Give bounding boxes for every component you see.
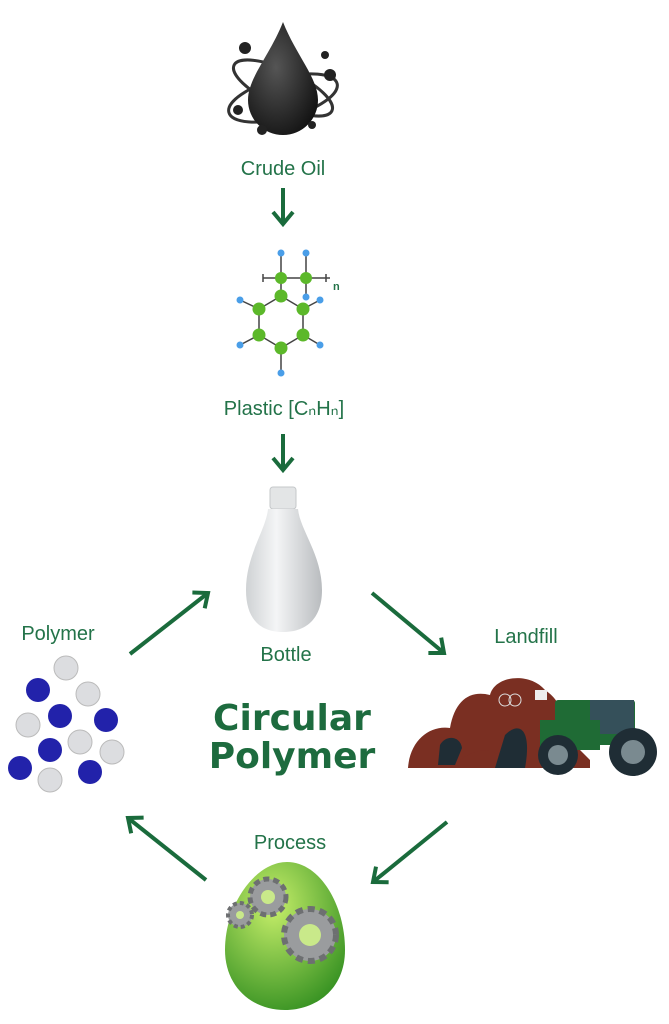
arrow-process-to-polymer <box>125 815 208 882</box>
bottle-icon <box>246 486 322 632</box>
polymer-pellets-icon <box>8 655 125 793</box>
label-landfill: Landfill <box>494 626 558 648</box>
plastic-molecule-icon <box>236 249 330 377</box>
landfill-icon <box>408 678 657 776</box>
arrow-polymer-to-bottle <box>128 590 211 656</box>
molecule-subscript: n <box>333 281 340 293</box>
diagram-title: Circular Polymer <box>209 700 376 776</box>
title-line-1: Circular <box>213 698 371 739</box>
label-plastic: Plastic [CₙHₙ] <box>223 398 345 420</box>
label-process: Process <box>253 832 327 854</box>
crude-oil-drop-icon <box>227 22 339 135</box>
label-bottle: Bottle <box>260 644 312 666</box>
process-gears-icon <box>225 862 345 1010</box>
label-crude-oil: Crude Oil <box>240 158 326 180</box>
title-line-2: Polymer <box>208 736 376 777</box>
label-polymer: Polymer <box>21 623 95 645</box>
arrow-bottle-to-landfill <box>370 591 447 655</box>
arrow-landfill-to-process <box>370 820 449 885</box>
